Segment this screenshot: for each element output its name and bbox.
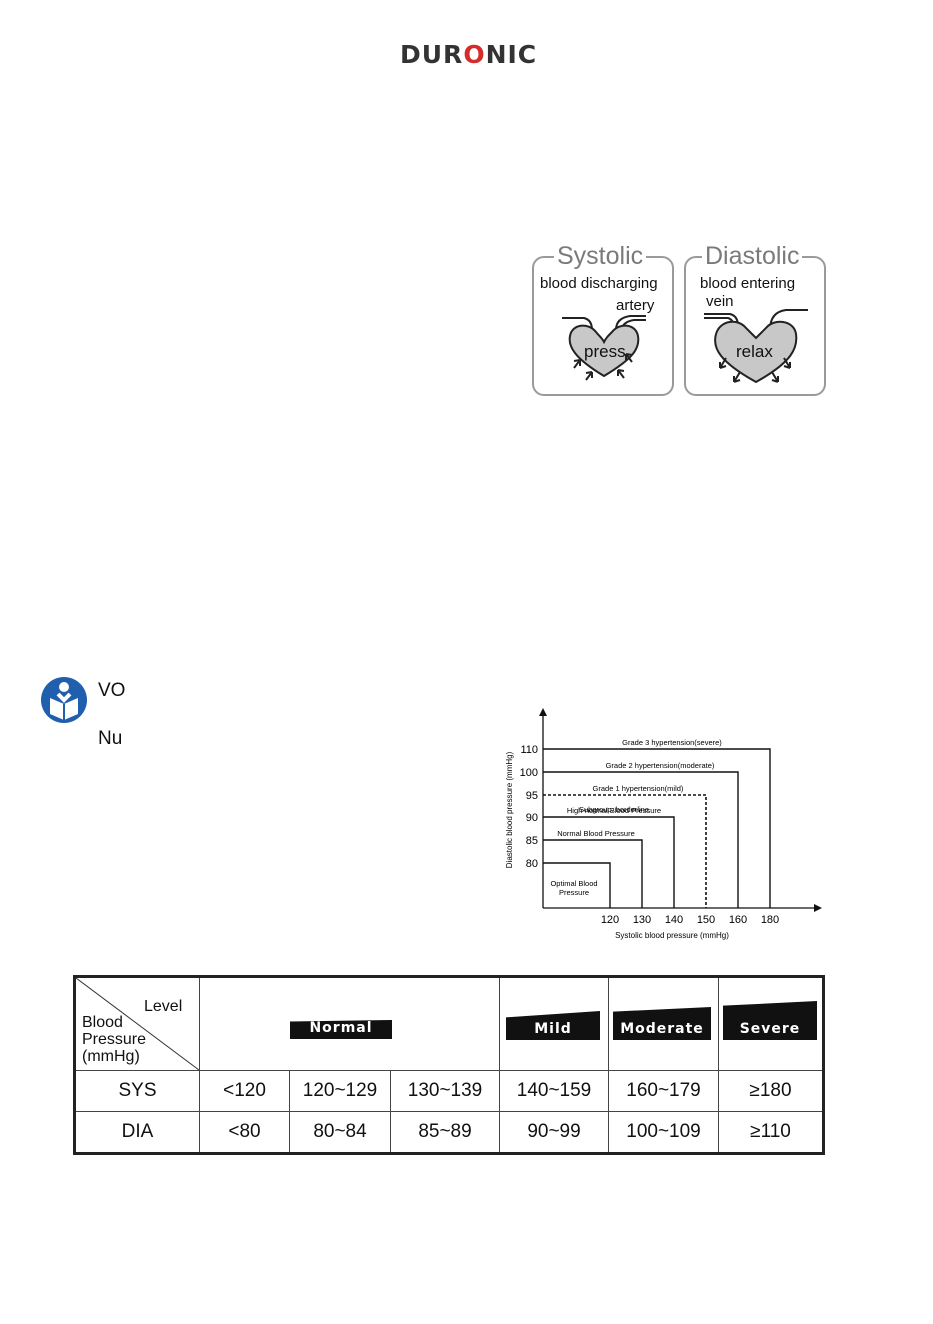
region-boundary — [543, 771, 739, 908]
duronic-logo: DURONIC — [400, 40, 537, 69]
y-tick-label: 110 — [520, 744, 538, 756]
diastolic-title: Diastolic — [702, 242, 803, 271]
x-tick-label: 120 — [601, 914, 619, 926]
region-label: Grade 2 hypertension(moderate) — [606, 761, 715, 770]
corner-unit-3: (mmHg) — [82, 1048, 140, 1065]
corner-unit-1: Blood — [82, 1014, 123, 1031]
dia-mild: 90~99 — [527, 1121, 581, 1142]
bp-classification-chart: 120 130 140 150 160 180 80 85 90 95 100 110Systolic… — [505, 708, 822, 940]
systolic-title: Systolic — [554, 242, 647, 271]
level-badge-mild: Mild — [506, 1011, 600, 1040]
sys-normal-optimal: <120 — [223, 1080, 266, 1101]
corner-level: Level — [144, 998, 183, 1015]
region-label: Subgroup: borderline — [579, 805, 649, 814]
y-tick-label: 95 — [526, 790, 538, 802]
region-boundary — [543, 816, 675, 908]
region-boundary — [543, 794, 707, 908]
y-axis-arrow — [539, 708, 547, 716]
x-tick-label: 130 — [633, 914, 651, 926]
x-axis-arrow — [814, 904, 822, 912]
region-label: Grade 1 hypertension(mild) — [593, 784, 684, 793]
region-label: Grade 3 hypertension(severe) — [622, 738, 722, 747]
x-axis-label: Systolic blood pressure (mmHg) — [615, 931, 729, 940]
diastolic-line1: blood entering — [700, 275, 796, 292]
x-tick-label: 180 — [761, 914, 779, 926]
region-label: Normal Blood Pressure — [557, 829, 635, 838]
bp-level-table: Level Blood Pressure (mmHg) Normal Mild … — [73, 975, 825, 1155]
systolic-action: press — [584, 342, 626, 361]
region-boundary — [543, 839, 643, 908]
level-badge-normal: Normal — [290, 1020, 392, 1039]
heart-press-icon — [562, 315, 646, 381]
diastolic-line2: vein — [706, 293, 734, 310]
dia-normal: 80~84 — [313, 1121, 367, 1142]
sys-moderate: 160~179 — [626, 1080, 701, 1101]
power-icon: O — [463, 40, 486, 69]
region-label: High-normal Blood Pressure — [567, 806, 661, 815]
heart-relax-icon — [704, 309, 808, 384]
region-boundary — [543, 862, 611, 908]
region-label-cont: Pressure — [559, 888, 589, 897]
logo-text-suffix: NIC — [485, 40, 538, 69]
sys-severe: ≥180 — [749, 1080, 792, 1101]
note-nu: Nu — [98, 728, 123, 749]
logo-text-prefix: DUR — [400, 40, 464, 69]
systolic-line2: artery — [616, 297, 655, 314]
row-label-sys: SYS — [118, 1080, 157, 1101]
y-tick-label: 80 — [526, 858, 538, 870]
diastolic-action: relax — [736, 342, 773, 361]
read-manual-icon — [41, 677, 87, 723]
y-axis-label: Diastolic blood pressure (mmHg) — [505, 751, 514, 868]
sys-normal: 120~129 — [302, 1080, 378, 1101]
x-tick-label: 150 — [697, 914, 715, 926]
x-tick-label: 160 — [729, 914, 747, 926]
dia-severe: ≥110 — [750, 1121, 791, 1142]
systolic-line1: blood discharging — [540, 275, 658, 292]
row-label-dia: DIA — [121, 1121, 154, 1142]
dia-normal-optimal: <80 — [228, 1121, 261, 1142]
dia-moderate: 100~109 — [626, 1121, 701, 1142]
region-label: Optimal Blood — [550, 879, 597, 888]
diastolic-panel: Diastolic blood entering vein relax — [684, 242, 826, 396]
y-tick-label: 90 — [526, 812, 538, 824]
corner-unit-2: Pressure — [82, 1031, 147, 1048]
sys-high-normal: 130~139 — [407, 1080, 483, 1101]
level-badge-severe: Severe — [723, 1001, 817, 1040]
level-badge-moderate: Moderate — [613, 1007, 711, 1040]
systolic-panel: Systolic blood discharging artery press — [532, 242, 674, 396]
region-boundary — [543, 748, 771, 908]
note-vo: VO — [98, 680, 126, 701]
x-tick-label: 140 — [665, 914, 683, 926]
dia-high-normal: 85~89 — [418, 1121, 472, 1142]
sys-mild: 140~159 — [516, 1080, 592, 1101]
y-tick-label: 100 — [520, 767, 538, 779]
y-tick-label: 85 — [526, 835, 538, 847]
